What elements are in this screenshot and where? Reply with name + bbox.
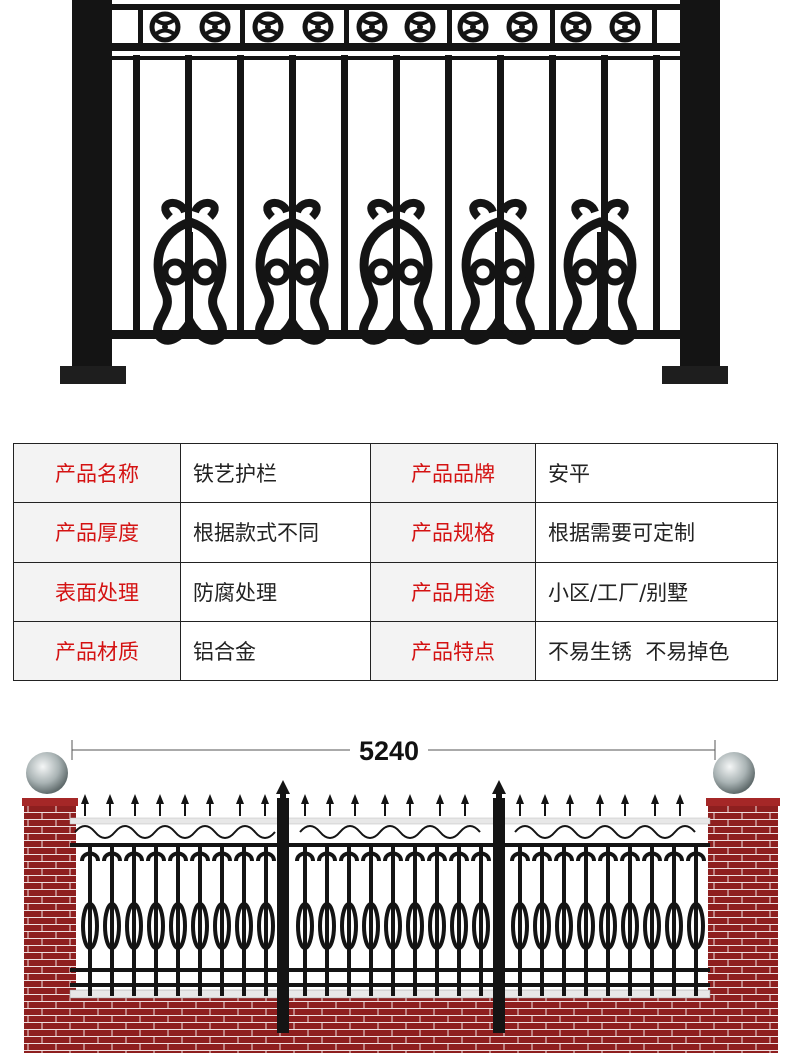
spec-value-usage: 小区/工厂/别墅 [535, 561, 778, 622]
spec-value-material: 铝合金 [180, 620, 371, 682]
table-row: 产品名称 铁艺护栏 产品品牌 安平 [13, 442, 778, 504]
dimension-width-label: 5240 [352, 736, 426, 767]
spec-value-name: 铁艺护栏 [180, 442, 371, 504]
spec-value-brand: 安平 [535, 442, 778, 504]
table-row: 产品材质 铝合金 产品特点 不易生锈 不易掉色 [13, 620, 778, 682]
table-row: 产品厚度 根据款式不同 产品规格 根据需要可定制 [13, 502, 778, 563]
spec-label-material: 产品材质 [13, 620, 181, 682]
spec-value-surface: 防腐处理 [180, 561, 371, 622]
spec-label-features: 产品特点 [370, 620, 536, 682]
spec-label-usage: 产品用途 [370, 561, 536, 622]
spec-table: 产品名称 铁艺护栏 产品品牌 安平 产品厚度 根据款式不同 产品规格 根据需要可… [13, 442, 778, 682]
spec-value-thickness: 根据款式不同 [180, 502, 371, 563]
table-row: 表面处理 防腐处理 产品用途 小区/工厂/别墅 [13, 561, 778, 622]
spec-label-size: 产品规格 [370, 502, 536, 563]
spec-value-features: 不易生锈 不易掉色 [535, 620, 778, 682]
spec-value-size: 根据需要可定制 [535, 502, 778, 563]
fence-install-diagram: 5240 [0, 728, 790, 1053]
spec-label-name: 产品名称 [13, 442, 181, 504]
spec-label-thickness: 产品厚度 [13, 502, 181, 563]
product-spec-table: 产品名称 铁艺护栏 产品品牌 安平 产品厚度 根据款式不同 产品规格 根据需要可… [13, 442, 778, 682]
spec-label-surface: 表面处理 [13, 561, 181, 622]
spec-label-brand: 产品品牌 [370, 442, 536, 504]
fence-panel-image-top [0, 0, 790, 400]
aluminum-railing-illustration [60, 0, 728, 384]
fence-with-brick-pillars-illustration [22, 740, 780, 1053]
